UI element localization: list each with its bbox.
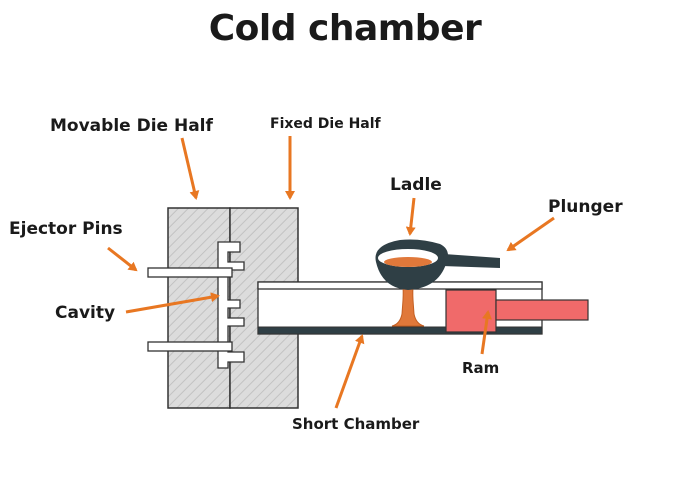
label-movable-die-half: Movable Die Half [50,116,214,136]
ejector-pin-upper [147,267,233,278]
ram [445,289,589,333]
label-ladle: Ladle [390,175,442,195]
arrow-short-chamber [334,334,365,409]
arrow-movable-die-half [180,137,200,200]
label-fixed-die-half: Fixed Die Half [270,116,382,132]
arrow-ladle [405,197,416,236]
label-short-chamber: Short Chamber [292,415,420,433]
ladle [375,239,500,290]
label-plunger: Plunger [548,197,623,217]
arrow-ram [480,310,492,355]
label-ram: Ram [462,359,499,377]
diagram-title: Cold chamber [208,8,482,49]
label-ejector-pins: Ejector Pins [9,219,123,239]
ejector-pin-lower [147,341,233,352]
arrow-plunger [506,216,555,252]
arrow-cavity [125,292,220,314]
label-cavity: Cavity [55,303,115,323]
arrow-ejector-pins [107,246,138,272]
